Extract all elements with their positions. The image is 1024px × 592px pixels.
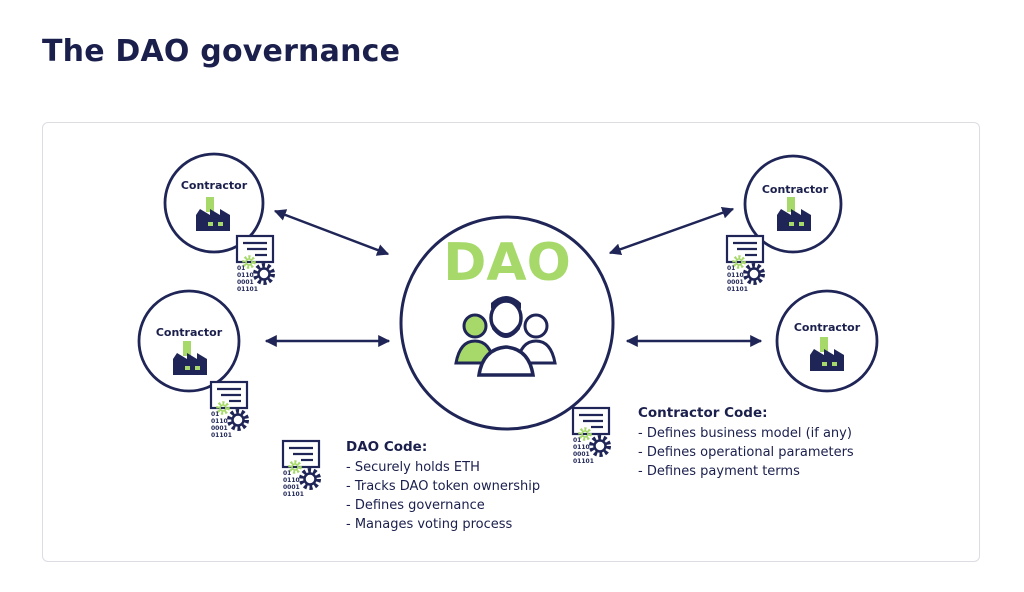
- dao-label: DAO: [443, 233, 571, 293]
- arrow-contractor-top-left: [273, 209, 390, 256]
- contractor-code-item: - Defines payment terms: [638, 464, 800, 479]
- code-line: 0001: [237, 279, 254, 286]
- code-document-icon: 01 0110 0001 01101: [211, 382, 247, 439]
- code-line: 0110: [573, 444, 590, 451]
- dao-code-item: - Tracks DAO token ownership: [346, 479, 540, 494]
- contractor-label: Contractor: [762, 183, 829, 196]
- contractor-code-item: - Defines business model (if any): [638, 426, 852, 441]
- code-line: 01: [283, 470, 291, 477]
- contractor-node-mid-right: Contractor: [775, 289, 879, 393]
- arrows: [264, 206, 763, 347]
- contractor-label: Contractor: [156, 326, 223, 339]
- code-line: 01: [727, 265, 735, 272]
- code-line: 0001: [573, 451, 590, 458]
- code-line: 01101: [573, 458, 594, 465]
- contractor-code-item: - Defines operational parameters: [638, 445, 854, 460]
- dao-code-item: - Securely holds ETH: [346, 460, 480, 475]
- contractor-code-title: Contractor Code:: [638, 405, 768, 421]
- contractor-node-top-right: Contractor 01 0110 0001 01101: [727, 154, 843, 293]
- contractor-node-top-left: Contractor 01 0110 0001 01101: [163, 152, 273, 293]
- arrow-contractor-top-right: [608, 206, 735, 256]
- dao-code-block: 01 0110 0001 01101 DAO Code: - Securely …: [283, 439, 540, 532]
- code-line: 01101: [237, 286, 258, 293]
- code-line: 01101: [211, 432, 232, 439]
- code-document-icon: 01 0110 0001 01101: [237, 236, 273, 293]
- dao-code-title: DAO Code:: [346, 439, 427, 455]
- dao-code-item: - Defines governance: [346, 498, 485, 513]
- code-document-icon: 01 0110 0001 01101: [573, 408, 609, 465]
- page-title: The DAO governance: [42, 34, 401, 69]
- code-line: 0001: [283, 484, 300, 491]
- contractor-code-block: 01 0110 0001 01101 Contractor Code: - De…: [573, 405, 854, 479]
- code-document-icon: 01 0110 0001 01101: [727, 236, 763, 293]
- contractor-node-mid-left: Contractor 01 0110 0001 01101: [137, 289, 247, 439]
- people-group-icon: [454, 296, 557, 377]
- diagram-card: DAO Contractor 01 0110 0001 01101: [42, 122, 980, 562]
- code-line: 0110: [283, 477, 300, 484]
- dao-code-item: - Manages voting process: [346, 517, 513, 532]
- dao-diagram: DAO Contractor 01 0110 0001 01101: [137, 152, 879, 532]
- code-line: 01: [211, 411, 219, 418]
- code-line: 01101: [727, 286, 748, 293]
- code-line: 01: [237, 265, 245, 272]
- code-line: 0001: [727, 279, 744, 286]
- contractor-label: Contractor: [794, 321, 861, 334]
- code-line: 0110: [211, 418, 228, 425]
- dao-node: DAO: [399, 215, 615, 431]
- code-line: 0110: [727, 272, 744, 279]
- code-line: 0001: [211, 425, 228, 432]
- code-line: 01: [573, 437, 581, 444]
- code-line: 01101: [283, 491, 304, 498]
- contractor-label: Contractor: [181, 179, 248, 192]
- code-line: 0110: [237, 272, 254, 279]
- code-document-icon: 01 0110 0001 01101: [283, 441, 319, 498]
